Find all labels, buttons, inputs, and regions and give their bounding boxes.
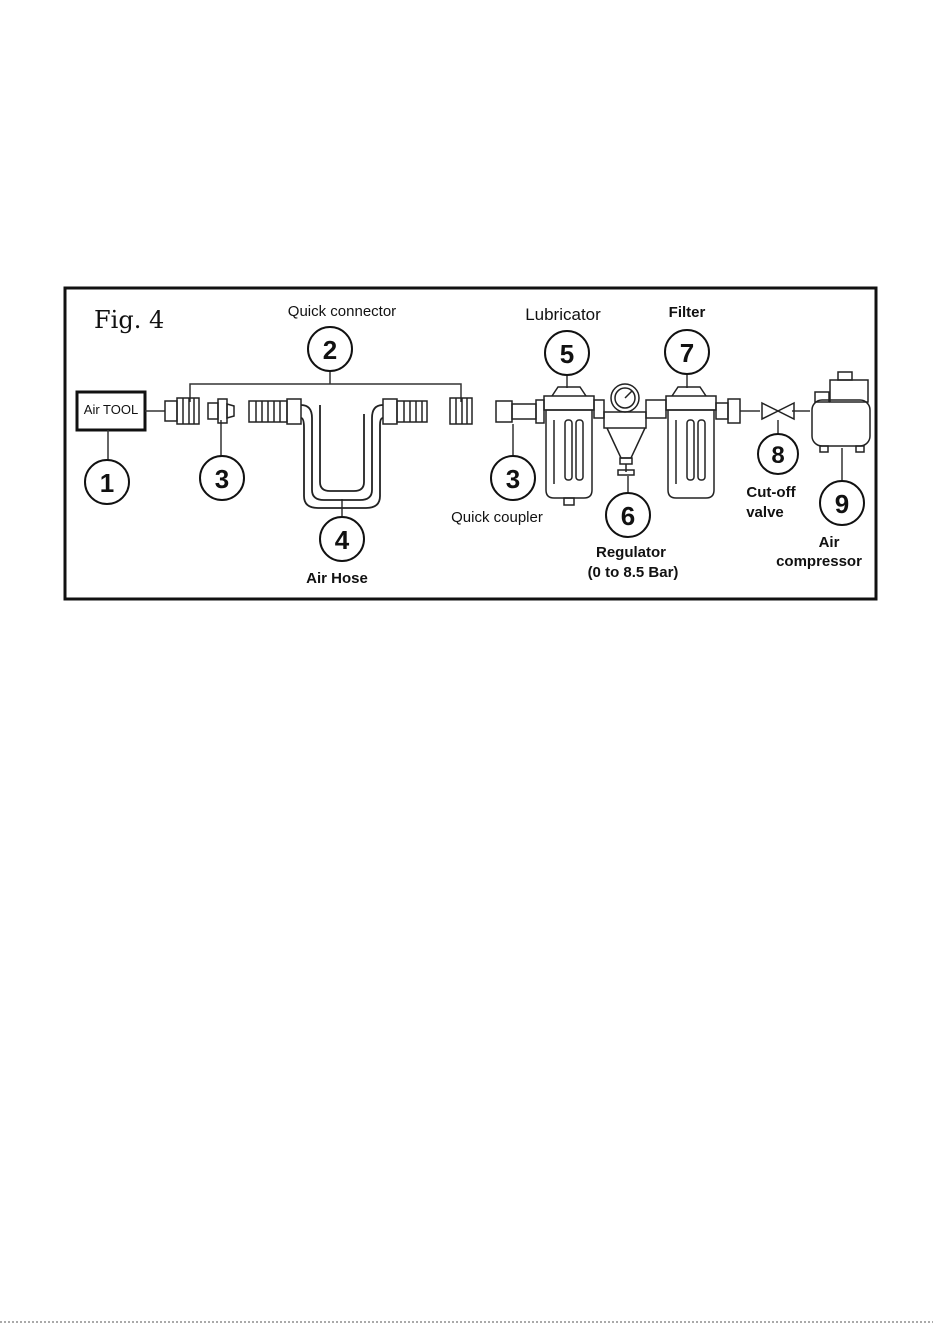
label-quick-coupler: Quick coupler (451, 509, 543, 526)
callout-number-2: 2 (323, 335, 337, 365)
callout-number-6: 6 (621, 501, 635, 531)
label-regulator: Regulator (596, 544, 666, 561)
label-lubricator: Lubricator (525, 305, 601, 324)
label-cut-off: Cut-off (746, 484, 796, 501)
figure-frame (65, 288, 876, 599)
label-air-hose: Air Hose (306, 570, 368, 587)
air-tool-label: Air TOOL (84, 402, 138, 417)
figure-title: Fig. 4 (94, 306, 164, 334)
callout-number-3-left: 3 (215, 464, 229, 494)
label-regulator-range: (0 to 8.5 Bar) (588, 564, 679, 581)
callout-number-1: 1 (100, 468, 114, 498)
label-compressor: compressor (776, 553, 862, 570)
callout-number-5: 5 (560, 339, 574, 369)
label-air: Air (819, 534, 840, 551)
callout-number-9: 9 (835, 489, 849, 519)
label-valve: valve (746, 504, 784, 521)
label-quick-connector: Quick connector (288, 303, 396, 320)
callout-number-7: 7 (680, 338, 694, 368)
callout-number-4: 4 (335, 525, 350, 555)
callout-number-3-right: 3 (506, 464, 520, 494)
callout-number-8: 8 (771, 442, 784, 469)
label-filter: Filter (669, 304, 706, 321)
